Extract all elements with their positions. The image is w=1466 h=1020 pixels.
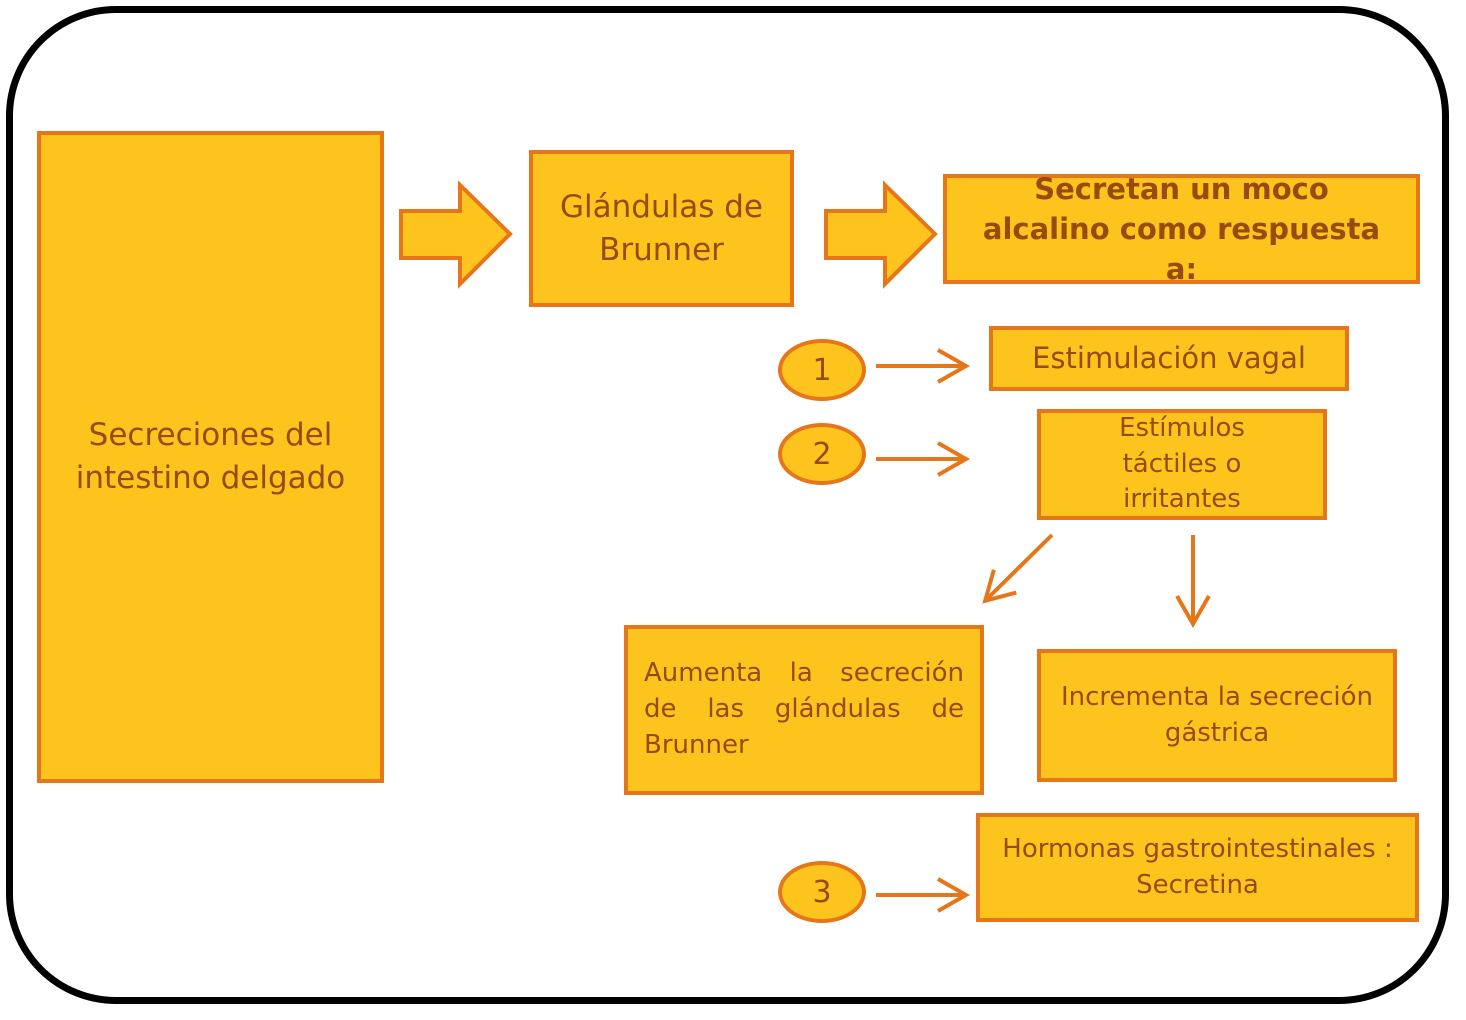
box-hormones-secretin: Hormonas gastrointestinales : Secretina (976, 813, 1419, 922)
number-badge-1: 1 (778, 339, 866, 401)
box-vagal-stimulation: Estimulación vagal (989, 326, 1349, 391)
box-brunner-increase: Aumenta la secreción de las glándulas de… (624, 625, 984, 795)
box-alkaline-mucus: Secretan un moco alcalino como respuesta… (943, 172, 1420, 286)
number-badge-1-label: 1 (812, 352, 832, 388)
box-alkaline-mucus-label: Secretan un moco alcalino como respuesta… (982, 171, 1381, 287)
box-vagal-stimulation-label: Estimulación vagal (1032, 341, 1306, 376)
box-tactile-stimuli: Estímulos táctiles o irritantes (1037, 409, 1327, 520)
box-hormones-secretin-label: Hormonas gastrointestinales : Secretina (1002, 833, 1393, 900)
box-gastric-increase: Incrementa la secreción gástrica (1037, 649, 1397, 782)
box-intestine-secretions-label: Secreciones del intestino delgado (75, 417, 346, 496)
box-brunner-glands-label: Glándulas de Brunner (560, 188, 763, 268)
box-brunner-glands: Glándulas de Brunner (529, 150, 794, 307)
number-badge-2: 2 (778, 423, 866, 485)
box-intestine-secretions: Secreciones del intestino delgado (37, 131, 384, 783)
number-badge-2-label: 2 (812, 436, 832, 472)
number-badge-3-label: 3 (812, 874, 832, 910)
number-badge-3: 3 (778, 861, 866, 923)
box-brunner-increase-label: Aumenta la secreción de las glándulas de… (644, 658, 964, 760)
box-gastric-increase-label: Incrementa la secreción gástrica (1060, 681, 1374, 748)
box-tactile-stimuli-label: Estímulos táctiles o irritantes (1119, 412, 1245, 515)
